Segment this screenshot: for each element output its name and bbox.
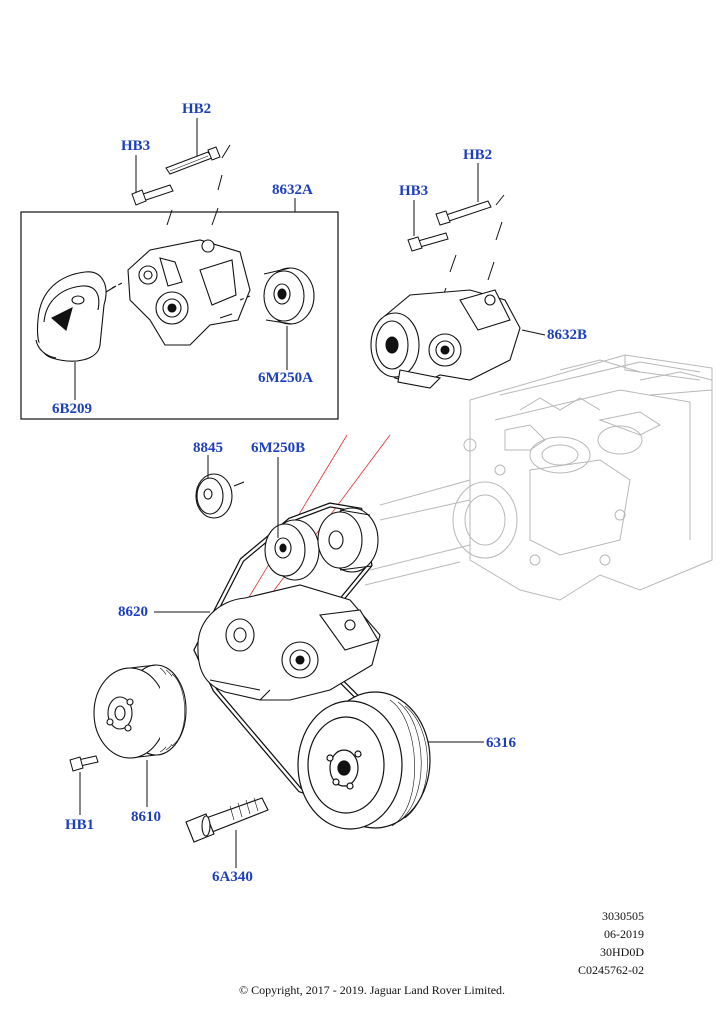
leader-lines [74,118,546,868]
pulley-cap-8845 [195,473,245,519]
upper-belt-pulley [317,507,379,573]
callout-8632b: 8632B [547,327,588,343]
callout-8620: 8620 [118,604,148,620]
illustration-code: 30HD0D [600,945,644,959]
callout-6m250a: 6M250A [258,370,313,386]
callout-hb3-top: HB3 [121,138,151,154]
bolt-hb2-top [165,144,231,175]
callout-6m250b: 6M250B [251,440,306,456]
illustration-number: 3030505 [602,909,644,923]
tensioner-cover-6b209 [35,271,125,362]
idler-pulley-6m250a [263,267,315,325]
illustration-date: 06-2019 [604,927,644,941]
callout-6a340: 6A340 [212,869,253,885]
illustration-ref: C0245762-02 [578,963,644,977]
copyright-notice: © Copyright, 2017 - 2019. Jaguar Land Ro… [238,983,506,997]
tensioner-assembly-installed [197,584,381,701]
callout-hb3-right: HB3 [399,183,429,199]
bolt-hb2-right [435,194,505,281]
idler-pulley-6m250b [264,519,320,581]
callout-hb1: HB1 [65,817,95,833]
water-pump-pulley-8610 [93,664,187,759]
tensioner-assembly-8632b [370,289,521,389]
callout-8632a: 8632A [272,182,313,198]
callout-hb2-right: HB2 [463,147,493,163]
tensioner-bracket-8632a [127,239,251,346]
crankshaft-pulley-6316 [297,691,431,830]
assembly-8632a-box [20,211,339,420]
callout-hb2-top: HB2 [182,101,212,117]
assembly-dash-lines-top [211,174,223,226]
bolt-hb3-right [407,232,457,305]
callout-6316: 6316 [486,735,516,751]
engine-block-ghost [364,354,713,601]
callout-8610: 8610 [131,809,161,825]
crankshaft-bolt-6a340 [185,797,269,843]
callout-6b209: 6B209 [52,401,93,417]
bolt-hb1 [69,755,99,772]
bolt-hb3-top [131,184,174,226]
callout-8845: 8845 [193,440,223,456]
